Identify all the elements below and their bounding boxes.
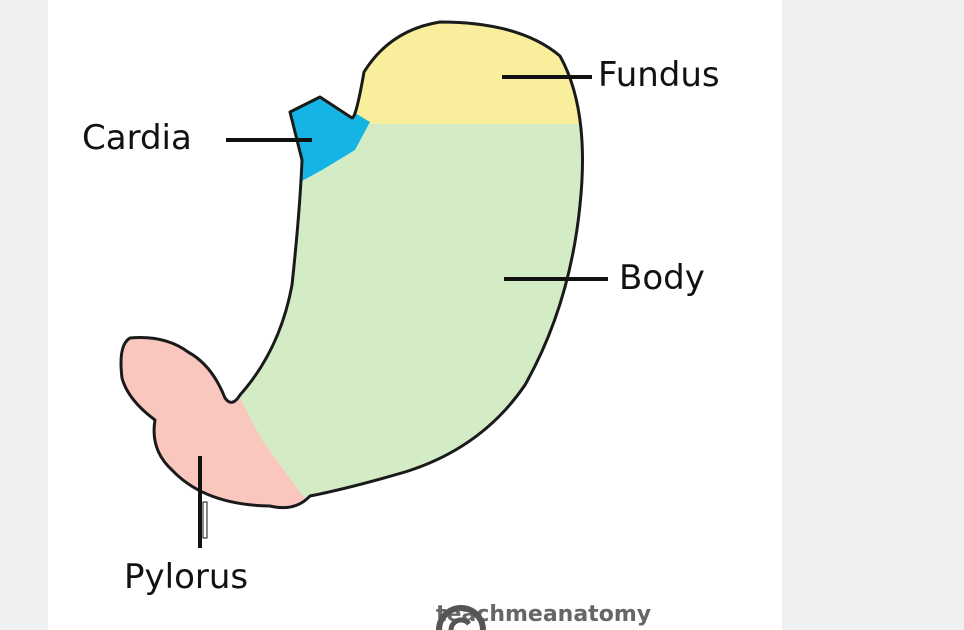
credit: teachmeanatomy [436,598,651,630]
fundus-region [200,22,583,124]
pylorus-leader-highlight [202,501,208,539]
body-label: Body [619,258,705,298]
fundus-label: Fundus [598,55,720,95]
cardia-label: Cardia [82,118,192,158]
copyright-icon [436,605,486,630]
pylorus-label: Pylorus [124,557,249,597]
stomach-outline [119,20,584,510]
